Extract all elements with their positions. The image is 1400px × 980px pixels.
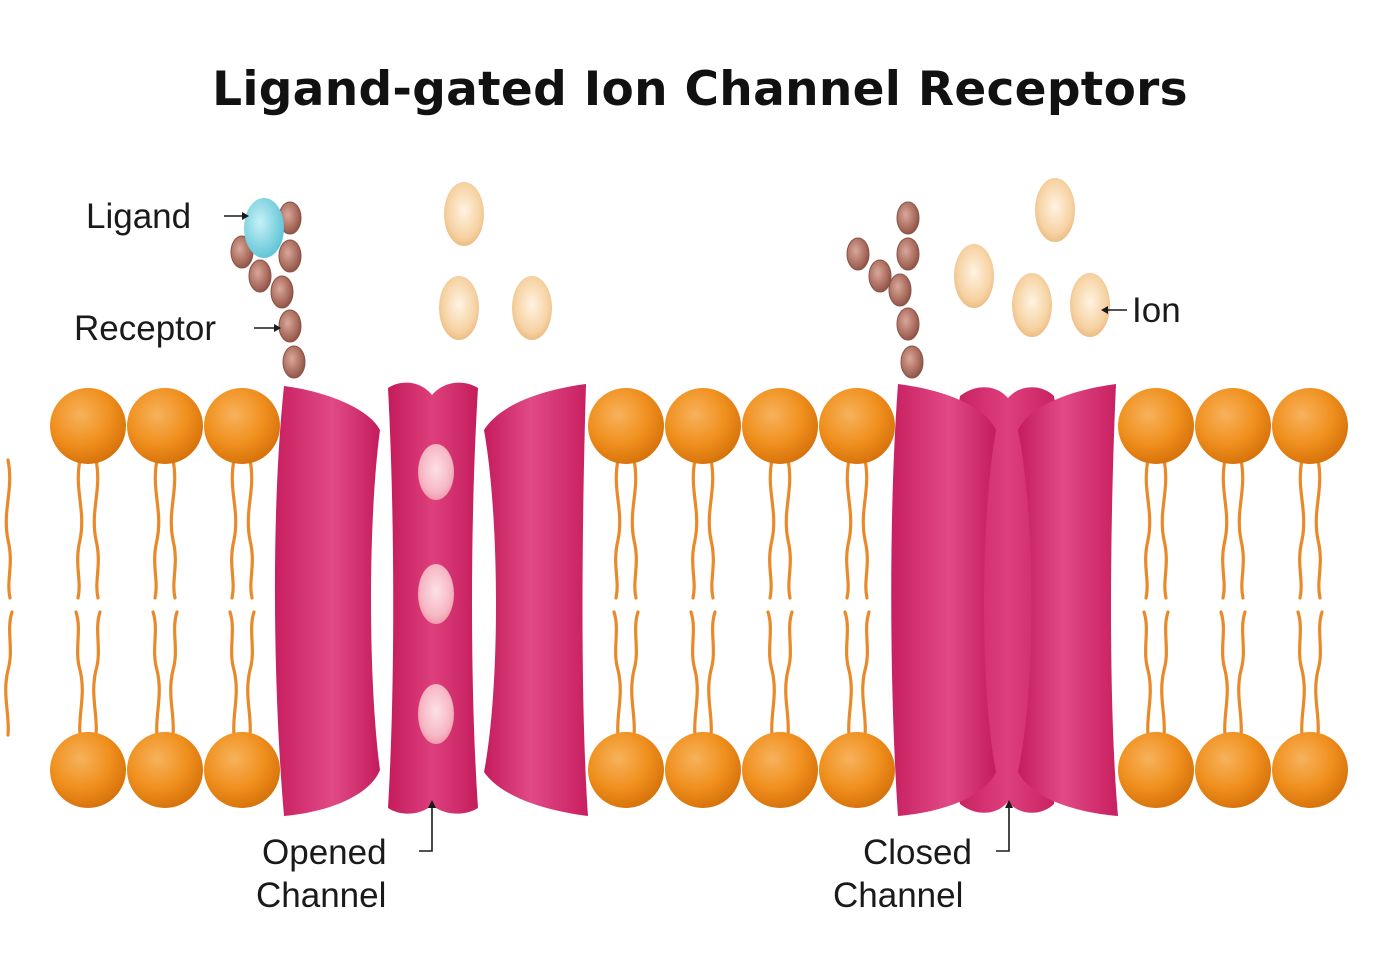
closed-channel-label-line1: Closed [863,833,972,872]
closed-channel-protein [891,384,1118,816]
receptor-right [846,201,924,379]
lipid-heads-bottom [50,732,1348,808]
opened-channel-label-line1: Opened [262,833,387,872]
closed-channel-label-line2: Channel [833,876,963,915]
pore-ion [418,564,454,624]
pore-ion [418,684,454,744]
lipid-heads-top [50,388,1348,464]
ion-label: Ion [1132,291,1181,330]
free-ions [439,178,1110,340]
pore-ion [418,444,454,500]
ligand-label: Ligand [86,197,191,236]
receptor-label: Receptor [74,309,216,348]
opened-channel-label-line2: Channel [256,876,386,915]
ligand-molecule [244,198,284,258]
opened-channel-protein [274,382,588,816]
diagram-title: Ligand-gated Ion Channel Receptors [212,62,1188,117]
lipid-tails [4,458,1324,737]
label-pointers [224,212,1127,852]
